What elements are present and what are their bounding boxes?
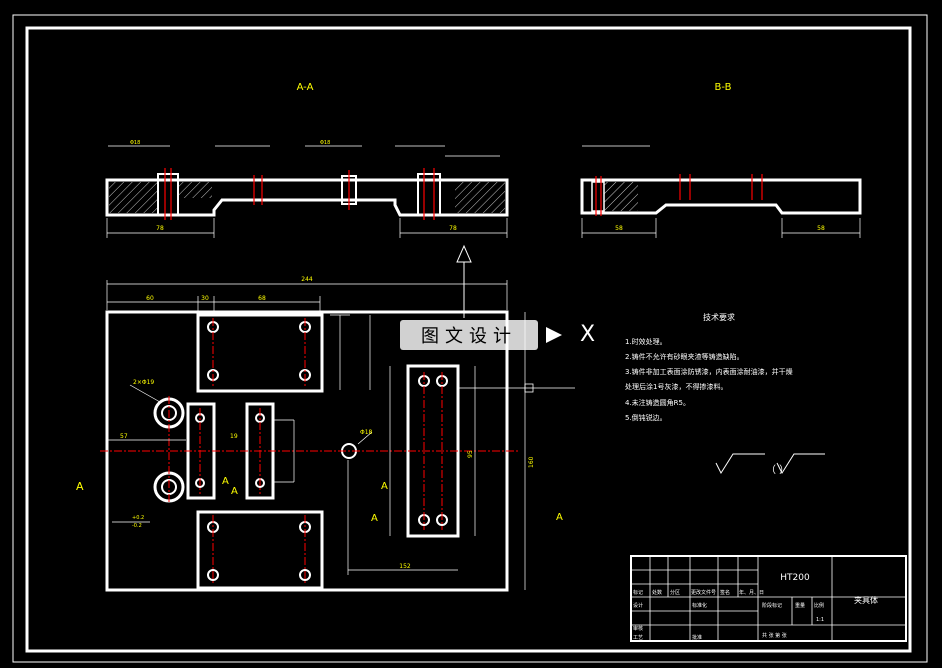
- approve-label: 批准: [692, 634, 702, 641]
- dim-bottom-len: 152: [399, 563, 411, 570]
- standard-label: 标准化: [692, 602, 707, 609]
- review-label: 审核: [633, 625, 643, 632]
- scale-label: 比例: [814, 602, 824, 609]
- section-aa-view: 78 78 Φ18 Φ18: [105, 140, 509, 238]
- top-pad: [196, 313, 324, 393]
- center-lines: [100, 318, 520, 585]
- stage-label: 阶段标记: [762, 602, 782, 609]
- dim-top-left-3: 68: [258, 295, 266, 302]
- roughness-symbol: [715, 453, 825, 475]
- section-mark-right-3: A: [556, 512, 563, 523]
- plan-view: 244 60 30 68 2×Φ19 57 19 Φ18 160 95 152 …: [76, 276, 575, 592]
- dim-plate-height: 160: [528, 456, 535, 468]
- note-item-2: 2.铸件不允许有砂眼夹渣等铸造缺陷。: [625, 352, 744, 361]
- section-mark-left: A: [76, 480, 84, 493]
- row-label-sign: 签名: [720, 589, 730, 596]
- note-item-1: 1.时效处理。: [625, 337, 667, 346]
- note-item-5: 4.未注铸造圆角R5。: [625, 398, 690, 407]
- notes-title: 技术要求: [703, 312, 735, 322]
- dim-right-slot: 95: [467, 450, 474, 458]
- dim-bore: 2×Φ19: [133, 379, 154, 386]
- aa-hatch-left: [109, 182, 159, 213]
- row-label-doc: 更改文件号: [691, 589, 716, 596]
- sheet-inner-border: [25, 26, 912, 653]
- title-block: HT200 夹具体 标记 处数 分区 更改文件号 签名 年、月、日 设计 标准化…: [630, 555, 907, 642]
- aa-dim-right: 78: [449, 225, 457, 232]
- technical-notes: 技术要求 1.时效处理。 2.铸件不允许有砂眼夹渣等铸造缺陷。 3.铸件非加工表…: [625, 312, 793, 422]
- bb-hatch: [604, 182, 638, 211]
- dim-left-offset: 57: [120, 433, 128, 440]
- part-name-text: 夹具体: [854, 595, 878, 605]
- row-label-date: 年、月、日: [739, 589, 764, 596]
- aa-dim-left: 78: [156, 225, 164, 232]
- roughness-note: （ ）: [766, 464, 789, 476]
- bb-dim-right: 58: [817, 225, 825, 232]
- bb-dim-left: 58: [615, 225, 623, 232]
- process-label: 工艺: [633, 635, 643, 641]
- dim-hole-callout: Φ18: [360, 429, 373, 436]
- note-item-3: 3.铸件非加工表面涂防锈漆，内表面涂耐油漆，并干燥: [625, 367, 793, 376]
- section-mark-center-2: A: [231, 486, 238, 497]
- bottom-pad: [196, 510, 324, 590]
- note-item-6: 5.倒钝锐边。: [625, 413, 667, 422]
- aa-callout-1: Φ18: [130, 140, 140, 146]
- section-mark-right-2: A: [371, 513, 378, 524]
- design-label: 设计: [633, 602, 643, 609]
- plan-dimension-lines: [106, 280, 575, 590]
- row-label-count: 处数: [652, 589, 662, 596]
- dim-top-left-2: 30: [201, 295, 209, 302]
- sheet-label: 共 张 第 张: [762, 632, 787, 639]
- dim-tol-upper: +0.2: [132, 515, 144, 521]
- dim-tol-lower: -0.2: [132, 523, 142, 529]
- row-label-zone: 分区: [670, 589, 680, 596]
- section-aa-label: A-A: [297, 82, 314, 93]
- watermark-cross: X: [580, 322, 596, 347]
- section-bb-label: B-B: [715, 82, 732, 93]
- dim-mid-gap: 19: [230, 433, 238, 440]
- scale-value: 1:1: [816, 617, 824, 623]
- aa-hatch-left-2: [178, 182, 212, 198]
- projection-arrow: [456, 244, 472, 318]
- watermark-text: 图文设计: [421, 326, 517, 347]
- material-text: HT200: [780, 573, 810, 583]
- section-bb-view: 58 58: [580, 145, 862, 238]
- dim-overall-width: 244: [301, 276, 313, 283]
- watermark-arrow-icon: [546, 327, 562, 343]
- note-item-4: 处理后涂1号灰漆，不得掺漆料。: [625, 382, 727, 391]
- aa-hatch-right: [455, 182, 505, 213]
- section-mark-center-1: A: [222, 476, 229, 487]
- weight-label: 重量: [795, 602, 805, 609]
- aa-callout-2: Φ18: [320, 140, 330, 146]
- section-mark-right-1: A: [381, 481, 388, 492]
- watermark-badge: 图文设计: [400, 320, 538, 350]
- row-label-mark: 标记: [633, 589, 643, 596]
- dim-top-left-1: 60: [146, 295, 154, 302]
- sheet-outer-border: [12, 14, 928, 663]
